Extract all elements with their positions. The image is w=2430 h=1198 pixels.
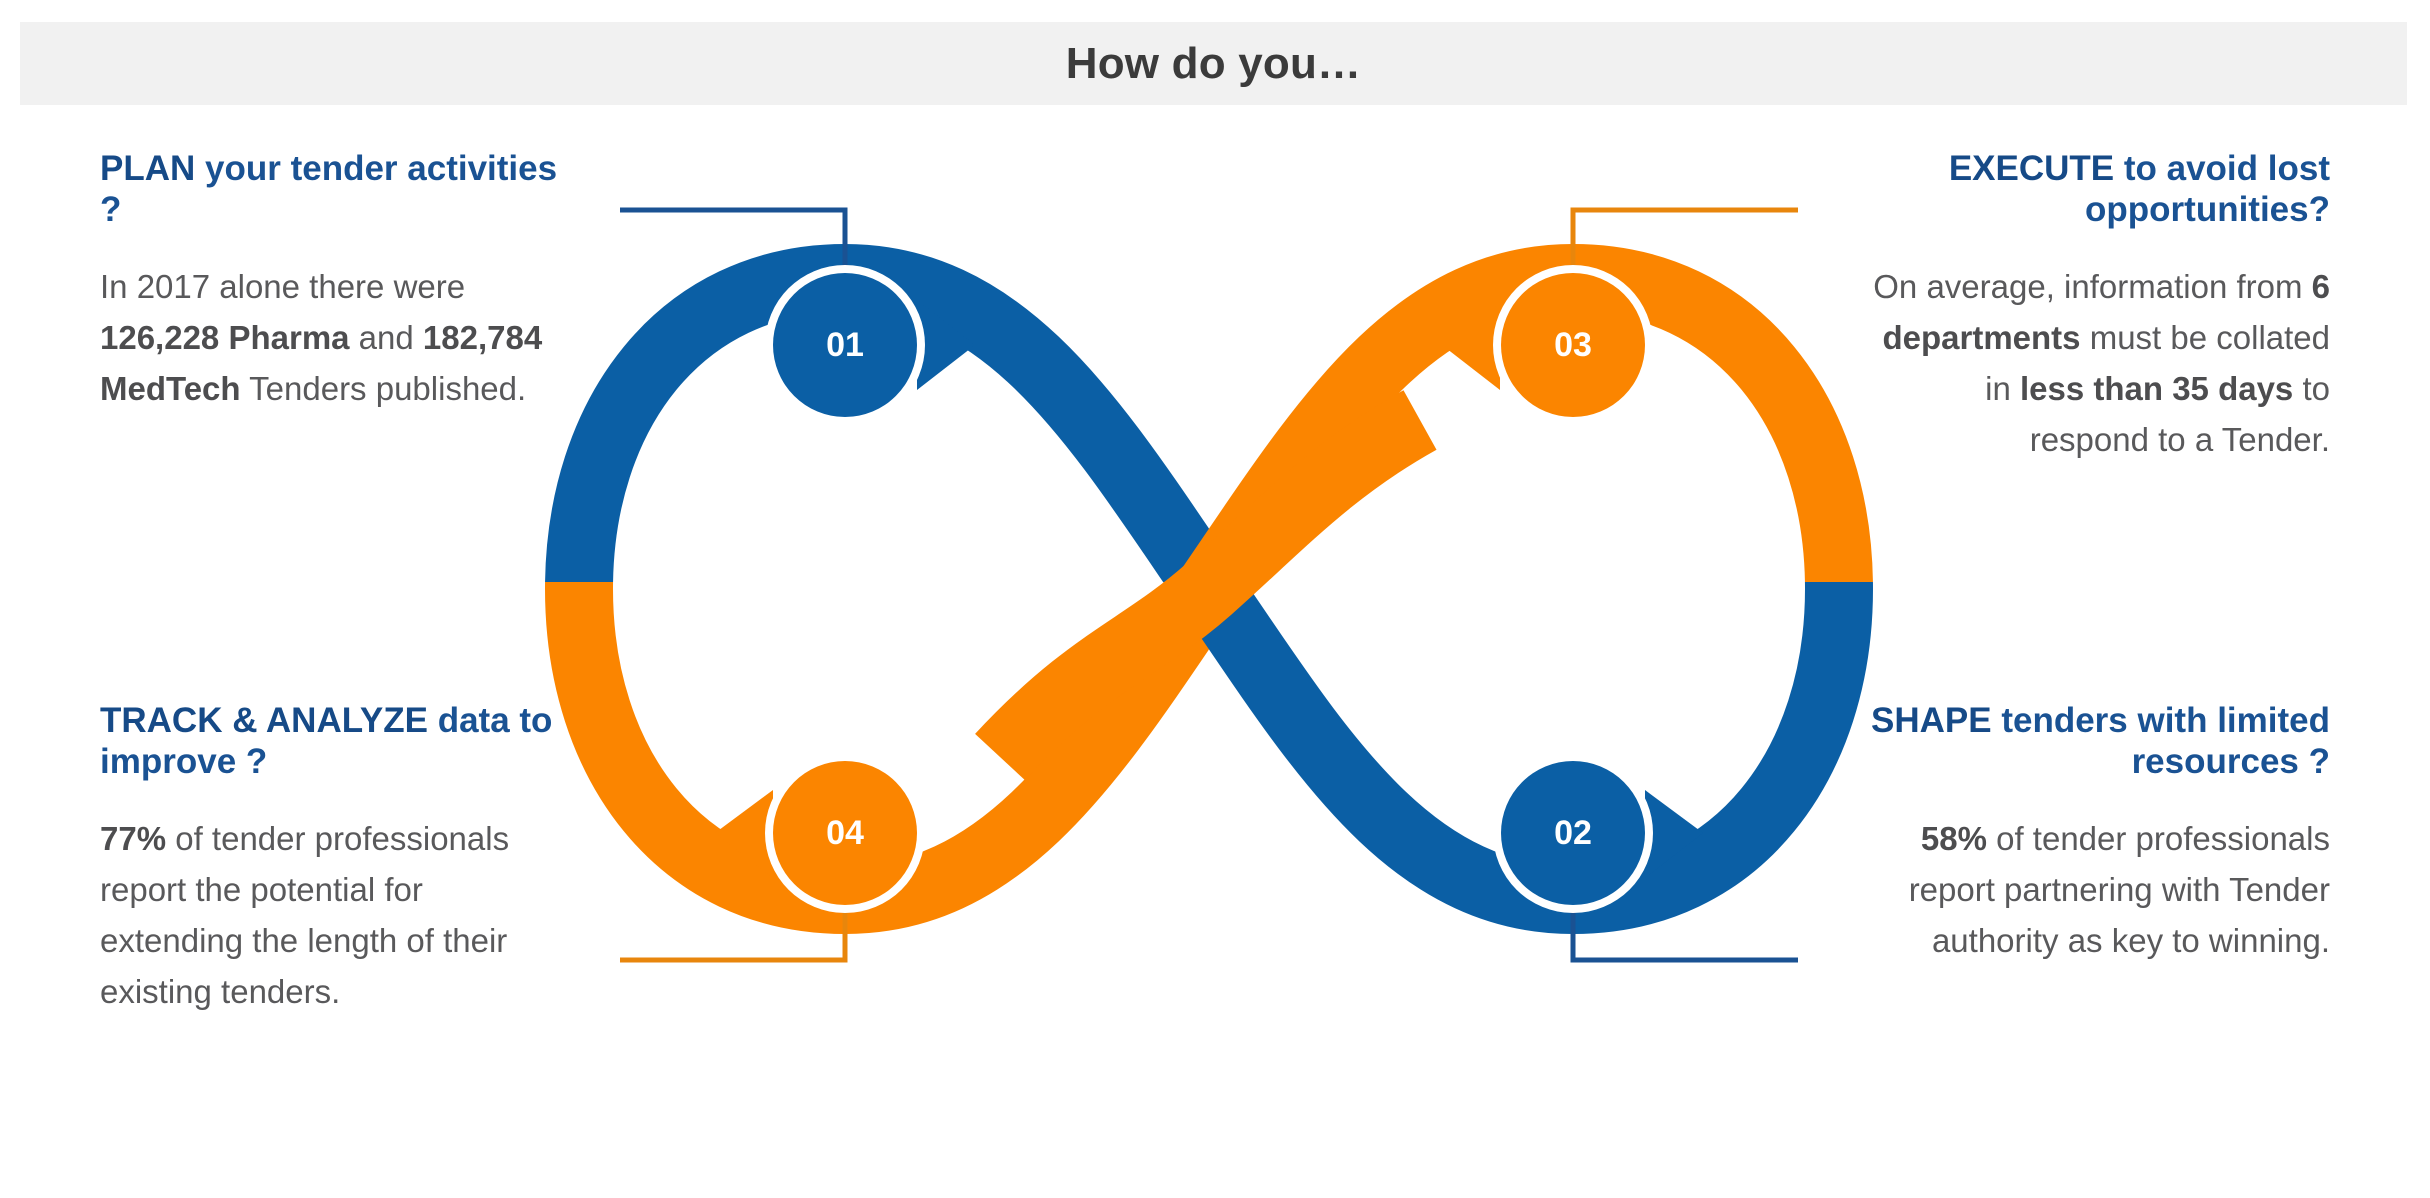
stat-highlight: 182,784 MedTech: [100, 318, 543, 407]
quadrant-track: TRACK & ANALYZE data to improve ? 77% of…: [100, 700, 560, 1017]
stat-highlight: 58%: [1920, 819, 1987, 857]
quadrant-track-heading: TRACK & ANALYZE data to improve ?: [100, 701, 553, 782]
quadrant-plan-body: In 2017 alone there were 126,228 Pharma …: [100, 267, 543, 407]
node-04-ring: [765, 753, 925, 913]
node-04-circle[interactable]: [773, 761, 917, 905]
arrow-left-icon-node-04: [715, 790, 773, 878]
loop-crossing-orange-over-blue: [975, 390, 1437, 781]
connector-node-04: [620, 900, 848, 963]
quadrant-execute-heading: EXECUTE to avoid lost opportunities?: [1948, 149, 2330, 230]
connector-lines: [620, 207, 1798, 963]
loop-left-band: [579, 278, 1209, 900]
node-03-circle[interactable]: [1501, 273, 1645, 417]
node-01-label: 01: [826, 326, 864, 364]
node-02-ring: [1493, 753, 1653, 913]
quadrant-execute: EXECUTE to avoid lost opportunities? On …: [1870, 148, 2330, 465]
node-03-label: 03: [1554, 326, 1592, 364]
stat-highlight: 6 departments: [1882, 267, 2330, 356]
node-circles: 01 02 03 04: [765, 265, 1653, 913]
quadrant-shape: SHAPE tenders with limited resources ? 5…: [1870, 700, 2330, 966]
quadrant-track-body: 77% of tender professionals report the p…: [100, 819, 510, 1011]
quadrant-shape-body: 58% of tender professionals report partn…: [1908, 819, 2330, 959]
quadrant-plan: PLAN your tender activities ? In 2017 al…: [100, 148, 560, 414]
quadrant-plan-heading: PLAN your tender activities ?: [100, 149, 558, 230]
loop-right-upper-orange: [1209, 278, 1839, 900]
node-01-ring: [765, 265, 925, 425]
header-bar: How do you…: [20, 22, 2407, 105]
connector-node-03: [1570, 207, 1798, 278]
loop-right-lower-blue: [1209, 278, 1839, 900]
page-title: How do you…: [1065, 38, 1362, 88]
node-01-circle[interactable]: [773, 273, 917, 417]
stat-highlight: 126,228 Pharma: [100, 318, 350, 356]
node-03-ring: [1493, 265, 1653, 425]
node-02-circle[interactable]: [1501, 761, 1645, 905]
arrow-left-icon-node-03: [1442, 300, 1500, 390]
quadrant-track-keyword: TRACK & ANALYZE: [100, 701, 428, 740]
node-04-label: 04: [826, 814, 864, 852]
quadrant-execute-keyword: EXECUTE: [1948, 149, 2115, 188]
connector-node-01: [620, 207, 848, 278]
loop-left-lower-orange: [579, 278, 1209, 900]
node-arrows: [715, 300, 1703, 878]
quadrant-execute-body: On average, information from 6 departmen…: [1873, 267, 2330, 459]
arrow-right-icon-node-01: [917, 300, 975, 390]
connector-node-02: [1570, 900, 1798, 963]
loop-right-band: [1209, 278, 1839, 900]
node-02-label: 02: [1554, 814, 1592, 852]
quadrant-shape-heading: SHAPE tenders with limited resources ?: [1871, 701, 2330, 782]
arrow-right-icon-node-02: [1645, 790, 1703, 878]
quadrant-plan-keyword: PLAN: [100, 149, 196, 188]
quadrant-shape-keyword: SHAPE: [1871, 701, 1992, 740]
stat-highlight: 77%: [100, 819, 167, 857]
stat-highlight: less than 35 days: [2019, 369, 2294, 407]
crossing-orange-strand: [975, 390, 1437, 781]
loop-left-upper-blue: [579, 278, 1209, 900]
